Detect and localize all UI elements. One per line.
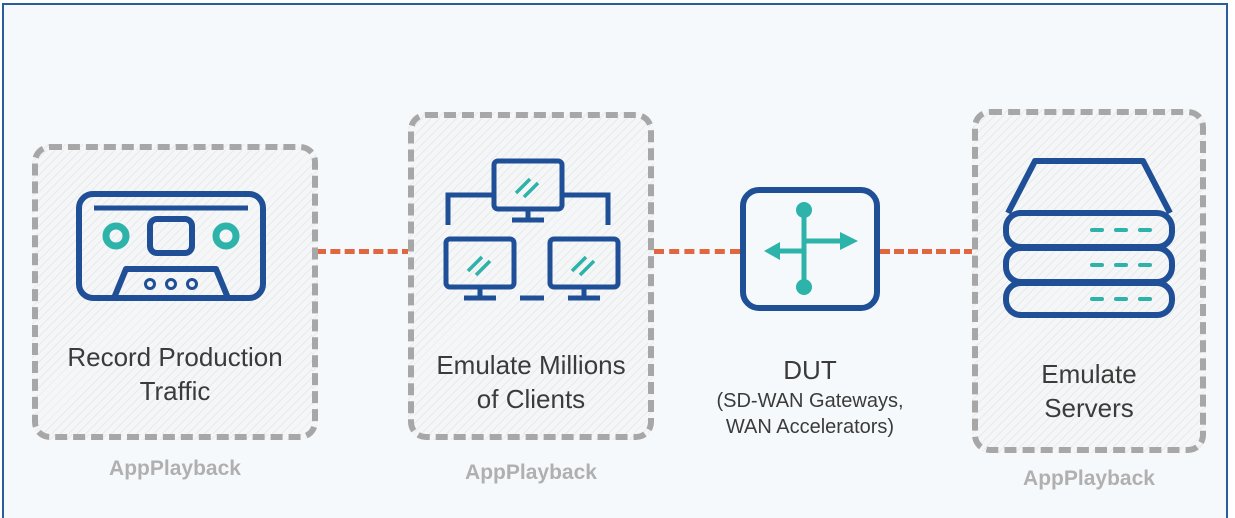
dut-title: DUT bbox=[783, 355, 837, 385]
connector-dut-to-servers bbox=[880, 249, 974, 254]
emulate-clients-label: Emulate Millions of Clients bbox=[408, 348, 654, 416]
clients-label-line-1: Emulate Millions bbox=[436, 350, 626, 380]
server-stack-icon bbox=[1003, 158, 1175, 318]
record-traffic-label: Record Production Traffic bbox=[32, 340, 318, 408]
dut-detail: (SD-WAN Gateways, WAN Accelerators) bbox=[684, 388, 936, 440]
clients-tool-label: AppPlayback bbox=[465, 461, 597, 484]
record-label-line-1: Record Production bbox=[67, 342, 283, 372]
client-network-icon bbox=[443, 158, 621, 301]
dut-detail-line-1: (SD-WAN Gateways, bbox=[716, 390, 904, 412]
diagram-frame: Record Production Traffic AppPlayback Em… bbox=[2, 3, 1228, 518]
router-arrows-icon bbox=[740, 187, 880, 311]
record-label-line-2: Traffic bbox=[139, 376, 211, 406]
dut-detail-line-2: WAN Accelerators) bbox=[725, 416, 895, 438]
clients-label-line-2: of Clients bbox=[476, 384, 586, 414]
servers-tool-label: AppPlayback bbox=[1023, 467, 1155, 490]
connector-clients-to-dut bbox=[654, 249, 740, 254]
servers-label-line-1: Emulate bbox=[1041, 359, 1137, 389]
record-tool-label: AppPlayback bbox=[109, 457, 241, 480]
servers-label-line-2: Servers bbox=[1044, 393, 1134, 423]
emulate-clients-box bbox=[408, 112, 654, 440]
connector-record-to-clients bbox=[316, 249, 412, 254]
cassette-tape-icon bbox=[76, 191, 266, 301]
emulate-servers-label: Emulate Servers bbox=[972, 357, 1206, 425]
